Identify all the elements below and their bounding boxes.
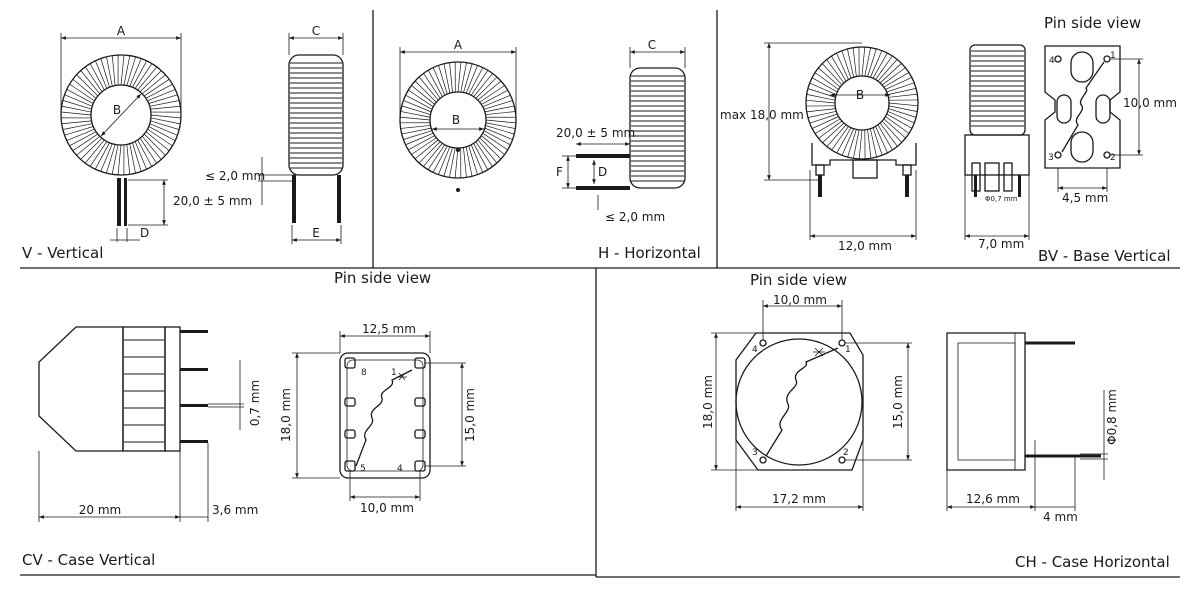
pin-3-label: 3 — [752, 448, 758, 458]
pin-1-label: 1 — [391, 368, 397, 378]
depth-label: 7,0 mm — [978, 237, 1024, 251]
panel-title: H - Horizontal — [598, 244, 701, 262]
pin-diameter-label: Φ0,8 mm — [1105, 389, 1119, 445]
pitch-y-label: 15,0 mm — [463, 388, 477, 442]
pin-gap-label: ≤ 2,0 mm — [205, 169, 265, 183]
dim-d-label: D — [140, 226, 149, 240]
dim-f-label: F — [556, 165, 563, 179]
pin-8-label: 8 — [361, 368, 367, 378]
pin-view-title: Pin side view — [1044, 14, 1141, 32]
coil-side-view — [576, 67, 686, 190]
pitch-x-label: 4,5 mm — [1062, 191, 1108, 205]
coil-side-view — [288, 54, 344, 223]
panel-title: CV - Case Vertical — [22, 551, 155, 569]
panel-vertical: A B D 20,0 ± 5 mm C E ≤ 2,0 mm V — [22, 24, 344, 262]
toroid-front-view — [399, 61, 517, 192]
pin-1-label: 1 — [1110, 51, 1116, 61]
case-side-view — [946, 332, 1101, 471]
top-width-label: 10,0 mm — [773, 293, 827, 307]
length-label: 20 mm — [79, 503, 121, 517]
pin-4-label: 4 — [1049, 56, 1055, 66]
pin-3-label: 3 — [1048, 153, 1054, 163]
height-label: max 18,0 mm — [720, 108, 804, 122]
pin-diameter-label: Φ0,7 mm — [985, 195, 1018, 203]
pin-side-view — [339, 352, 431, 479]
dim-b-label: B — [452, 113, 460, 127]
dim-d-label: D — [598, 165, 607, 179]
depth-label: 12,6 mm — [966, 492, 1020, 506]
pitch-y-label: 15,0 mm — [891, 375, 905, 429]
case-side-view — [38, 326, 208, 452]
panel-case-vertical: Pin side view 0,7 mm 20 mm 3,6 mm — [22, 269, 477, 569]
width-label: 17,2 mm — [772, 492, 826, 506]
pin-side-view — [1044, 45, 1121, 169]
dim-c-label: C — [648, 38, 656, 52]
lead-length-label: 20,0 ± 5 mm — [173, 194, 252, 208]
dim-b-label: B — [856, 88, 864, 102]
pin-side-view — [735, 332, 864, 471]
panel-title: CH - Case Horizontal — [1015, 553, 1170, 571]
panel-horizontal: A B C 20,0 ± 5 mm F D ≤ 2,0 mm H - Horiz… — [399, 38, 701, 262]
dim-a-label: A — [454, 38, 463, 52]
lead-wire — [117, 178, 121, 226]
pitch-y-label: 10,0 mm — [1123, 96, 1177, 110]
dim-c-label: C — [312, 24, 320, 38]
width-label: 12,0 mm — [838, 239, 892, 253]
pin-2-label: 2 — [843, 448, 849, 458]
bottom-width-label: 10,0 mm — [360, 501, 414, 515]
lead-length-label: 20,0 ± 5 mm — [556, 126, 635, 140]
pin-1-label: 1 — [845, 345, 851, 355]
panel-dividers — [20, 10, 1180, 578]
top-width-label: 12,5 mm — [362, 322, 416, 336]
pin-diameter-label: 0,7 mm — [248, 380, 262, 426]
height-label: 18,0 mm — [701, 375, 715, 429]
dim-e-label: E — [312, 226, 320, 240]
pin-gap-label: ≤ 2,0 mm — [605, 210, 665, 224]
pin-5-label: 5 — [360, 464, 366, 474]
lead-label: 4 mm — [1043, 510, 1078, 524]
panel-title: BV - Base Vertical — [1038, 247, 1170, 265]
dim-b-label: B — [113, 103, 121, 117]
height-label: 18,0 mm — [279, 388, 293, 442]
pin-2-label: 2 — [1110, 153, 1116, 163]
panel-case-horizontal: Pin side view 4 1 3 2 10,0 mm 18,0 mm 15… — [701, 271, 1170, 571]
coil-side-view — [964, 44, 1030, 197]
panel-base-vertical: Pin side view B max 18,0 mm 12,0 mm — [720, 14, 1177, 265]
lead-label: 3,6 mm — [212, 503, 258, 517]
panel-title: V - Vertical — [22, 244, 103, 262]
pin-4-label: 4 — [752, 345, 758, 355]
pin-view-title: Pin side view — [334, 269, 431, 287]
lead-wire — [124, 178, 127, 226]
pin-4-label: 4 — [397, 464, 403, 474]
pin-view-title: Pin side view — [750, 271, 847, 289]
toroid-front-view — [805, 46, 919, 197]
dim-a-label: A — [117, 24, 126, 38]
